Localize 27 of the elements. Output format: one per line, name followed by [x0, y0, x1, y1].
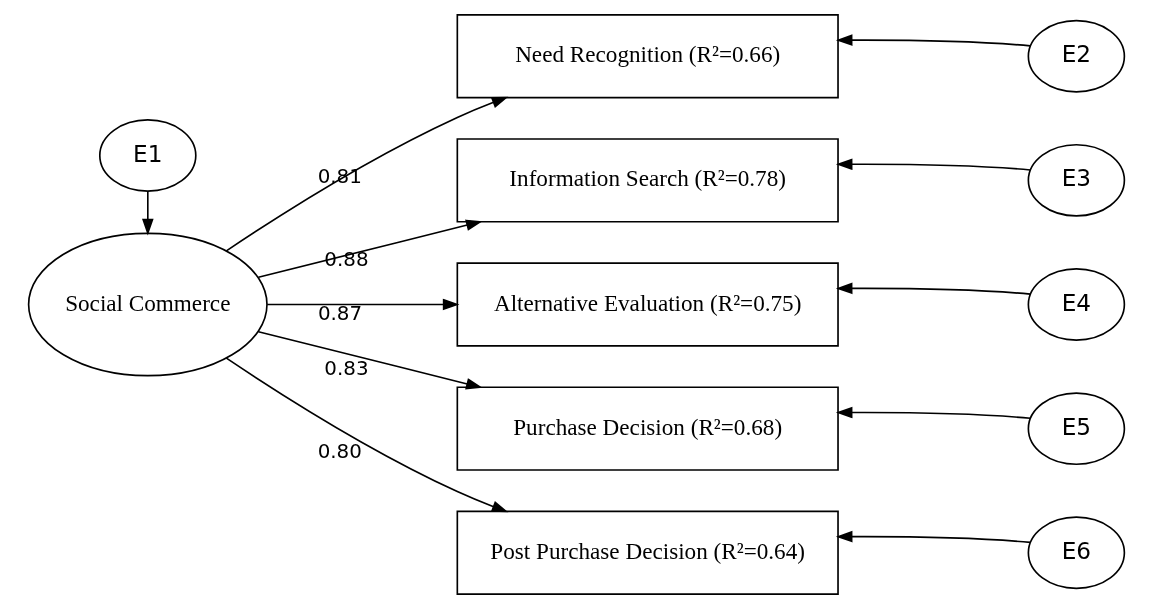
edge-label: 0.80 — [317, 440, 362, 464]
node-ellipse: E6 — [1027, 516, 1125, 590]
arrow — [835, 406, 1031, 420]
node-ellipse: E5 — [1027, 392, 1125, 466]
node-box: Information Search (R²=0.78) — [456, 138, 839, 223]
arrow — [265, 298, 459, 311]
node-ellipse: E3 — [1027, 143, 1125, 217]
arrow — [835, 158, 1031, 171]
node-box: Need Recognition (R²=0.66) — [456, 14, 839, 99]
node-box: Alternative Evaluation (R²=0.75) — [456, 262, 839, 347]
arrow — [225, 357, 508, 513]
edge-label: 0.87 — [317, 302, 362, 326]
node-ellipse: E1 — [98, 119, 197, 192]
edge-label: 0.88 — [323, 247, 369, 271]
arrow — [141, 190, 154, 236]
node-box: Purchase Decision (R²=0.68) — [456, 386, 839, 471]
arrow — [835, 530, 1031, 544]
arrow — [225, 96, 508, 252]
node-ellipse: E2 — [1027, 19, 1125, 93]
arrow — [835, 282, 1031, 295]
arrow — [257, 330, 483, 390]
arrow — [257, 219, 483, 279]
node-ellipse: E4 — [1027, 268, 1125, 341]
arrow — [835, 34, 1031, 47]
node-ellipse: Social Commerce — [27, 232, 268, 377]
edge-label: 0.83 — [323, 357, 369, 381]
node-box: Post Purchase Decision (R²=0.64) — [456, 510, 839, 595]
